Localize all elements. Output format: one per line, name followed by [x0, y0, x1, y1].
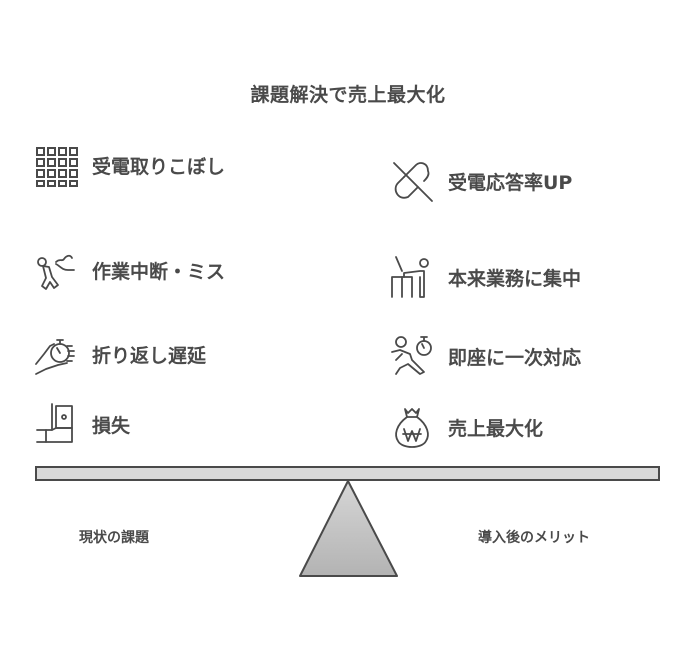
left-item-loss: 損失 [34, 402, 130, 446]
left-item-work-interruption: 作業中断・ミス [34, 248, 225, 292]
stumbling-person-icon [34, 248, 78, 292]
right-item-focus-core-work: 本来業務に集中 [390, 255, 581, 299]
left-item-missed-calls: 受電取りこぼし [34, 143, 225, 187]
item-label: 折り返し遅延 [92, 344, 207, 367]
pill-slash-icon [390, 159, 434, 203]
item-label: 受電取りこぼし [92, 155, 226, 178]
right-heading: 導入後のメリット [478, 530, 590, 546]
right-item-maximize-sales: 売上最大化 [390, 405, 543, 449]
right-item-answer-rate: 受電応答率UP [390, 159, 572, 203]
item-label: 損失 [92, 414, 131, 437]
item-label: 本来業務に集中 [448, 267, 582, 290]
grid-icon [34, 143, 78, 187]
person-at-desk-icon [390, 255, 434, 299]
item-label: 売上最大化 [448, 417, 544, 440]
scale-beam [35, 466, 660, 481]
hand-money-icon [34, 402, 78, 446]
left-heading: 現状の課題 [79, 530, 149, 546]
item-label: 受電応答率UP [448, 171, 573, 194]
scale-fulcrum [299, 480, 398, 577]
item-label: 作業中断・ミス [92, 260, 226, 283]
money-bag-icon [390, 405, 434, 449]
left-item-callback-delay: 折り返し遅延 [34, 332, 206, 376]
hand-stopwatch-icon [34, 332, 78, 376]
item-label: 即座に一次対応 [448, 346, 582, 369]
right-item-immediate-response: 即座に一次対応 [390, 334, 581, 378]
diagram-title: 課題解決で売上最大化 [250, 84, 446, 106]
running-stopwatch-icon [390, 334, 434, 378]
